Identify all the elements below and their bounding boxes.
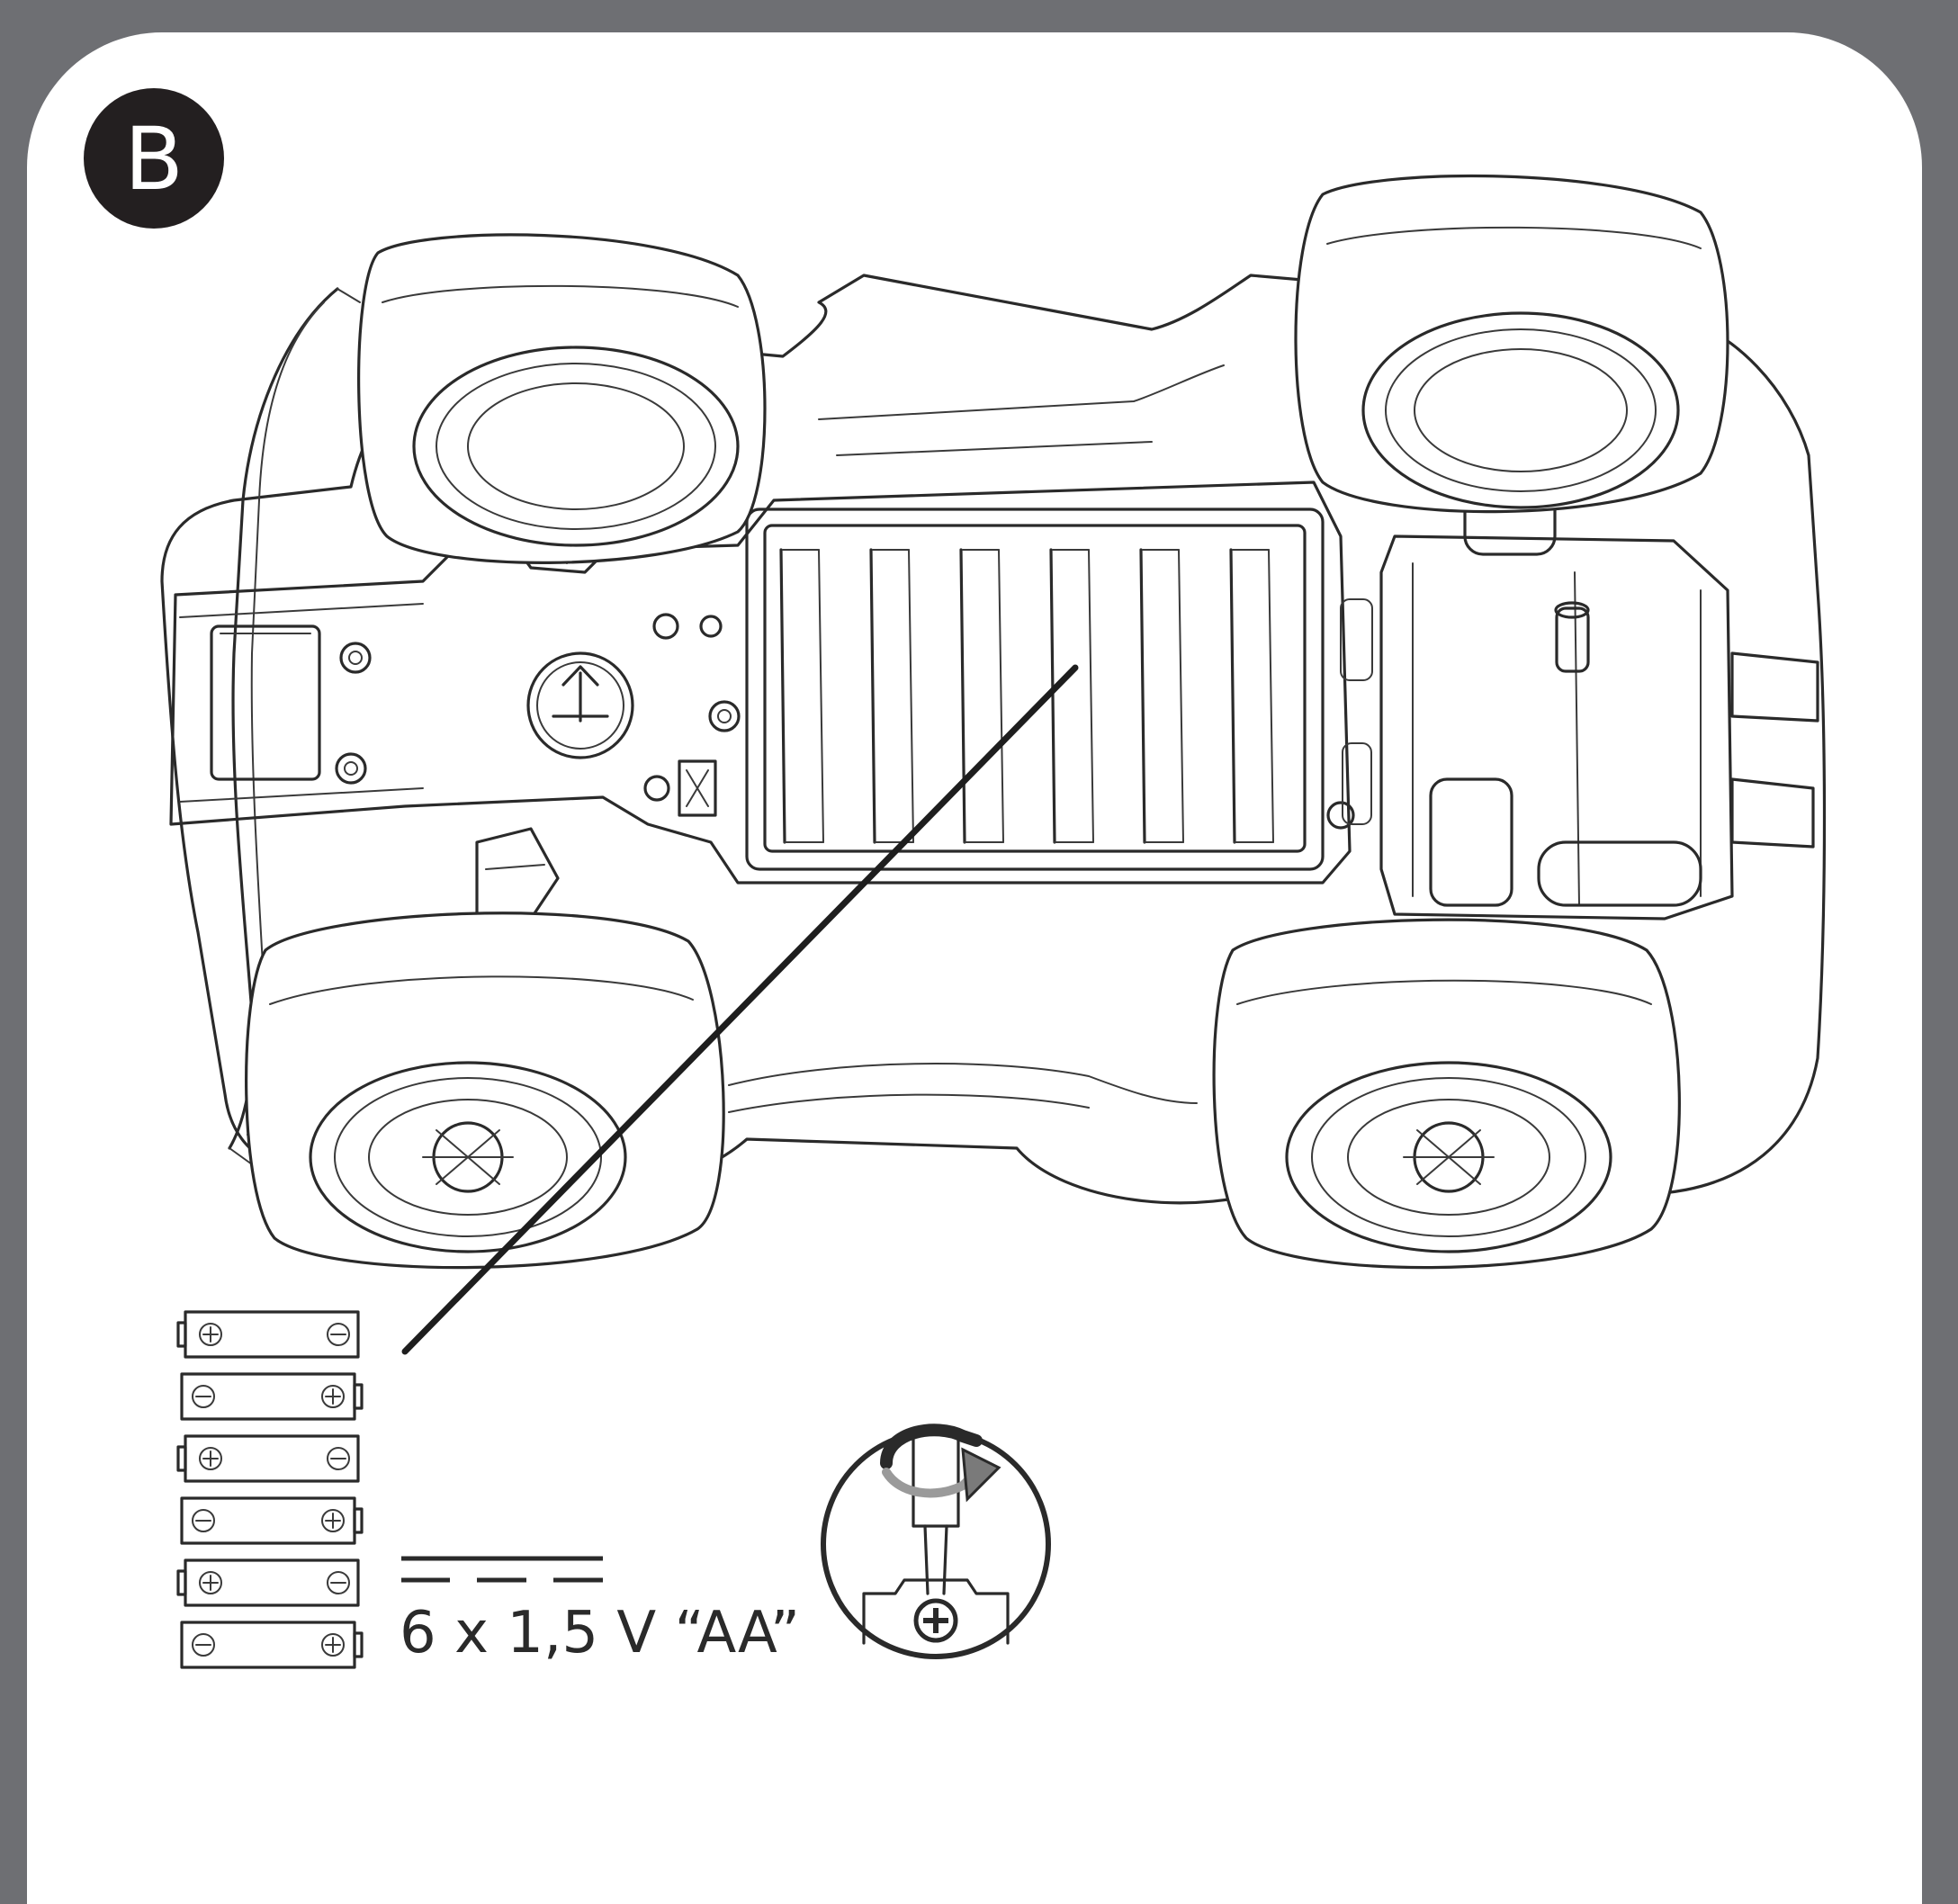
aa-battery xyxy=(180,1621,364,1669)
battery-compartment xyxy=(745,507,1325,871)
wheel-front-top xyxy=(357,233,767,564)
power-switch xyxy=(526,651,634,759)
chassis-plate xyxy=(169,480,1352,885)
aa-battery xyxy=(176,1310,360,1359)
screwdriver-icon xyxy=(821,1424,1051,1659)
battery-spec-label: 6 x 1,5 V “AA” xyxy=(400,1600,800,1666)
rear-gearbox xyxy=(1340,436,1819,921)
leader-line xyxy=(401,664,1079,1355)
instruction-panel: B xyxy=(27,32,1922,1904)
wheel-rear-bottom xyxy=(1212,918,1681,1270)
aa-battery xyxy=(180,1496,364,1545)
wheel-rear-top xyxy=(1294,174,1729,514)
aa-battery xyxy=(180,1372,364,1421)
step-badge-label: B xyxy=(124,109,184,210)
wheel-front-bottom xyxy=(245,912,725,1270)
toy-car-underside-illustration xyxy=(160,174,1827,1270)
aa-battery xyxy=(176,1434,360,1483)
aa-battery xyxy=(176,1558,360,1607)
chassis-screws xyxy=(335,613,1355,830)
direct-current-symbol xyxy=(401,1556,603,1583)
battery-stack xyxy=(176,1310,364,1669)
step-badge: B xyxy=(84,88,224,229)
